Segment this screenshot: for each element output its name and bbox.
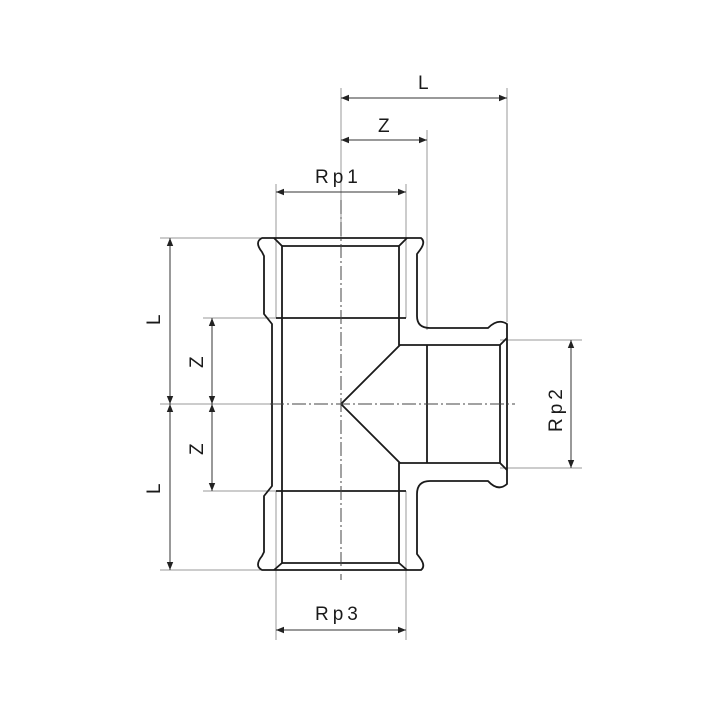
- label-rp1: Rp1: [315, 167, 362, 188]
- label-top-Z: Z: [378, 116, 394, 137]
- dimension-lines: [166, 94, 575, 634]
- dimension-labels: L Z Rp1 Rp3 Rp2 L Z Z L: [144, 73, 567, 625]
- label-left-Z-lower: Z: [187, 439, 208, 455]
- label-left-L-upper: L: [144, 310, 165, 325]
- label-rp2: Rp2: [546, 385, 567, 432]
- extension-lines: [160, 88, 582, 640]
- label-left-L-lower: L: [144, 479, 165, 494]
- label-top-L: L: [418, 73, 433, 94]
- label-left-Z-upper: Z: [187, 352, 208, 368]
- label-rp3: Rp3: [315, 604, 362, 625]
- center-lines: [270, 200, 515, 580]
